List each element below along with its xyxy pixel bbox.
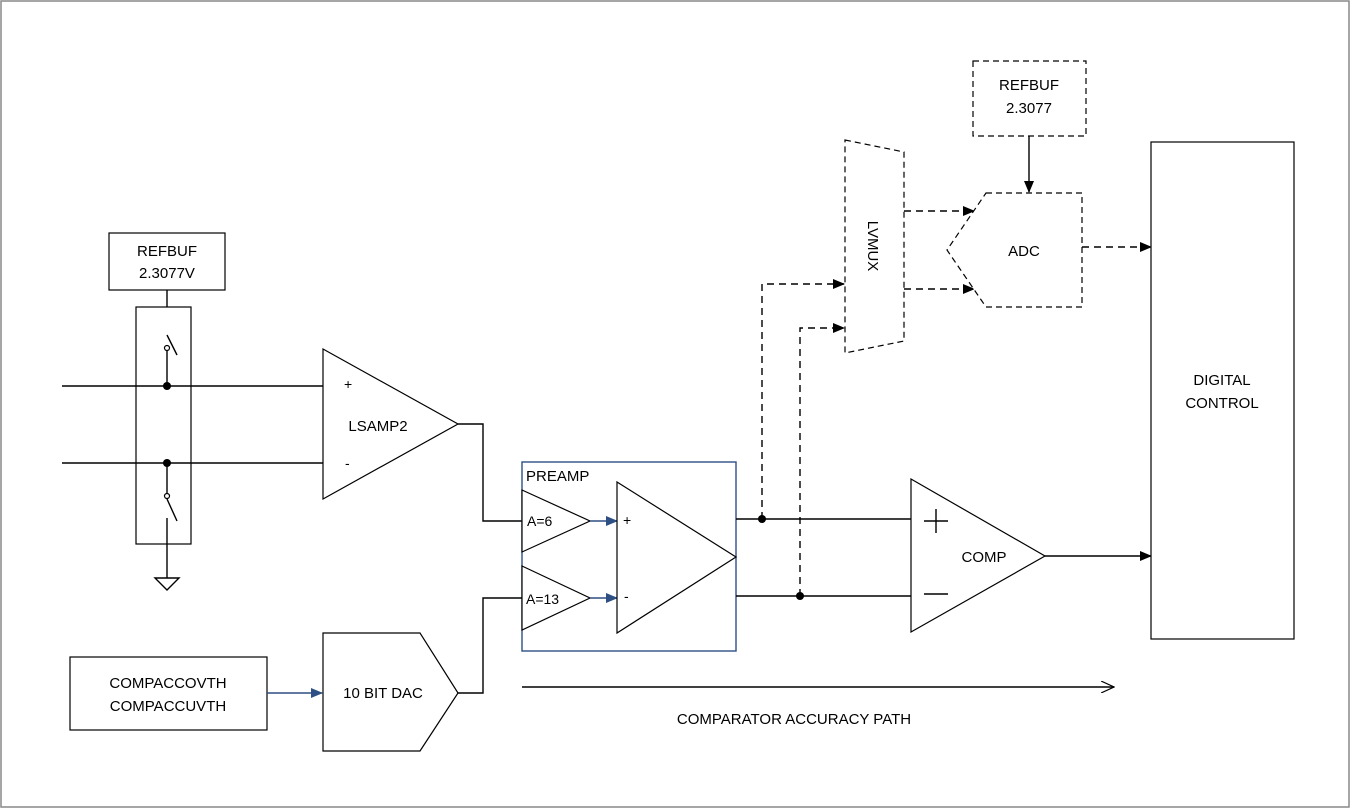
preamp-title: PREAMP [526, 468, 589, 485]
adc-label: ADC [1008, 243, 1040, 260]
preamp-gain1: A=6 [527, 513, 553, 529]
digital-control-line2: CONTROL [1185, 395, 1258, 412]
lsamp2-minus: - [345, 455, 350, 471]
lsamp2-plus: + [344, 376, 352, 392]
dac-block: 10 BIT DAC [322, 632, 459, 752]
refbuf-left-line1: REFBUF [137, 243, 197, 260]
preamp-minus: - [624, 588, 629, 604]
accuracy-path-label: COMPARATOR ACCURACY PATH [677, 711, 911, 728]
ground-icon [153, 577, 181, 591]
preamp-gain2: A=13 [526, 591, 559, 607]
lvmux-label: LVMUX [864, 221, 881, 272]
preamp-block: PREAMP A=6 A=13 + - [521, 461, 738, 652]
digital-control-line1: DIGITAL [1193, 372, 1250, 389]
digital-control-block: DIGITAL CONTROL [1150, 141, 1295, 640]
refbuf-top-line1: REFBUF [999, 77, 1059, 94]
preamp-plus: + [623, 512, 631, 528]
refbuf-left-value: 2.3077V [139, 265, 195, 282]
lsamp2-amplifier: + - LSAMP2 [322, 347, 460, 501]
compacc-uvth: COMPACCUVTH [110, 698, 226, 715]
refbuf-top-value: 2.3077 [1006, 100, 1052, 117]
lsamp2-label: LSAMP2 [348, 418, 407, 435]
input-switch-box [135, 306, 192, 591]
comparator: COMP [910, 477, 1047, 634]
compacc-register-block: COMPACCOVTH COMPACCUVTH [69, 656, 268, 731]
refbuf-top-block: REFBUF 2.3077 [972, 60, 1087, 137]
refbuf-left-block: REFBUF 2.3077V [108, 232, 226, 291]
compacc-ovth: COMPACCOVTH [109, 675, 226, 692]
dac-label: 10 BIT DAC [343, 685, 423, 702]
lvmux-block: LVMUX [844, 139, 905, 354]
comp-label: COMP [962, 549, 1007, 566]
adc-block: ADC [946, 192, 1083, 308]
